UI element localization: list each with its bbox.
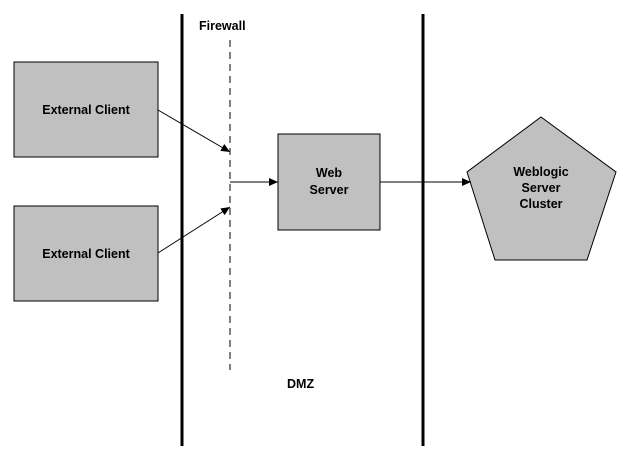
external-client-2-rect <box>13 205 159 302</box>
cluster-label-line1: Weblogic <box>513 165 568 179</box>
external-client-1-rect <box>13 61 159 158</box>
external-client-2-label: External Client <box>42 247 130 261</box>
web-server-rect <box>277 133 381 231</box>
firewall-label: Firewall <box>199 19 246 33</box>
external-client-box-2: External Client <box>13 205 159 302</box>
cluster-label-line3: Cluster <box>519 197 562 211</box>
web-server-box: Web Server <box>277 133 381 231</box>
arrow-client2-to-firewall <box>157 206 231 254</box>
web-server-label-line2: Server <box>310 183 349 197</box>
weblogic-cluster-pentagon: Weblogic Server Cluster <box>466 116 617 261</box>
external-client-box-1: External Client <box>13 61 159 158</box>
external-client-1-label: External Client <box>42 103 130 117</box>
dmz-label: DMZ <box>287 377 314 391</box>
weblogic-cluster-shape <box>466 116 617 261</box>
arrow-client1-to-firewall <box>157 109 231 153</box>
web-server-label-line1: Web <box>316 166 343 180</box>
cluster-label-line2: Server <box>522 181 561 195</box>
